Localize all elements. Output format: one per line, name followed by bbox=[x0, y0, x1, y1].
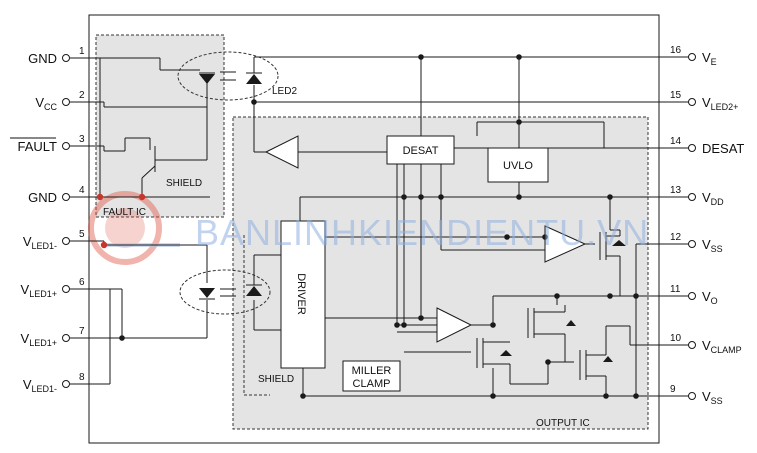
left-pin-sub-7: LED1+ bbox=[29, 338, 57, 348]
right-pin-terminal-9 bbox=[688, 392, 696, 400]
left-pin-terminal-4 bbox=[62, 193, 70, 201]
miller-label-line2: CLAMP bbox=[353, 378, 391, 390]
left-pin-terminal-8 bbox=[62, 380, 70, 388]
right-pin-terminal-11 bbox=[688, 292, 696, 300]
left-pin-label-1: GND bbox=[28, 51, 57, 66]
shield-bottom-label: SHIELD bbox=[258, 374, 294, 385]
left-pin-terminal-2 bbox=[62, 98, 70, 106]
right-pin-label-12: VSS bbox=[702, 237, 723, 254]
right-pin-label-10: VCLAMP bbox=[702, 338, 742, 355]
driver-block bbox=[280, 220, 326, 369]
left-pins: 1GND2VCC3FAULT4GND5VLED1-6VLED1+7VLED1+8… bbox=[10, 46, 85, 394]
desat-block bbox=[386, 135, 455, 165]
left-pin-number-5: 5 bbox=[79, 229, 85, 240]
left-pin-terminal-1 bbox=[62, 54, 70, 62]
right-pin-number-11: 11 bbox=[670, 284, 681, 295]
left-pin-number-1: 1 bbox=[79, 46, 85, 57]
comparator-triangle-icon bbox=[544, 225, 587, 263]
led1-ellipse bbox=[179, 269, 271, 315]
shield-top-label: SHIELD bbox=[166, 178, 202, 189]
miller-buffer-triangle-icon bbox=[436, 307, 473, 343]
buffer-triangle-icon bbox=[264, 135, 299, 169]
output-ic-label: OUTPUT IC bbox=[536, 418, 590, 429]
uvlo-block bbox=[487, 147, 549, 183]
left-pin-number-7: 7 bbox=[79, 326, 85, 337]
uvlo-block-label: UVLO bbox=[503, 160, 533, 172]
left-pin-number-2: 2 bbox=[79, 90, 85, 101]
shield-bottom-line bbox=[243, 235, 270, 396]
right-pin-number-12: 12 bbox=[670, 232, 682, 243]
right-pin-label-16: VE bbox=[702, 50, 717, 67]
right-pin-number-14: 14 bbox=[670, 136, 682, 147]
left-pin-label-7: VLED1+ bbox=[21, 331, 57, 348]
left-pin-sub-6: LED1+ bbox=[29, 289, 57, 299]
right-pin-number-10: 10 bbox=[670, 333, 682, 344]
right-pin-terminal-10 bbox=[688, 341, 696, 349]
left-pin-sub-5: LED1- bbox=[31, 241, 57, 251]
right-pin-label-11: VO bbox=[702, 289, 718, 306]
fault-ic-label: FAULT IC bbox=[103, 207, 146, 218]
miller-clamp-block bbox=[342, 360, 401, 392]
right-pin-number-16: 16 bbox=[670, 45, 682, 56]
left-pin-label-4: GND bbox=[28, 190, 57, 205]
left-pin-label-3: FAULT bbox=[18, 139, 58, 154]
right-pin-terminal-13 bbox=[688, 193, 696, 201]
left-pin-sub-8: LED1- bbox=[31, 384, 57, 394]
left-pin-label-8: VLED1- bbox=[23, 377, 57, 394]
watermark-text: BANLINHKIENDIENTU.VN bbox=[195, 212, 649, 253]
led2-label: LED2 bbox=[272, 86, 297, 97]
right-pin-label-13: VDD bbox=[702, 190, 724, 207]
left-pin-number-6: 6 bbox=[79, 277, 85, 288]
right-pin-terminal-14 bbox=[688, 144, 696, 152]
right-pin-terminal-16 bbox=[688, 53, 696, 61]
left-pin-label-6: VLED1+ bbox=[21, 282, 57, 299]
left-pin-number-8: 8 bbox=[79, 372, 85, 383]
right-pin-label-9: VSS bbox=[702, 389, 723, 406]
right-pin-sub-15: LED2+ bbox=[711, 102, 739, 112]
right-pin-sub-10: CLAMP bbox=[711, 345, 742, 355]
right-pin-terminal-15 bbox=[688, 98, 696, 106]
right-pin-sub-13: DD bbox=[711, 197, 724, 207]
junction-dots bbox=[96, 54, 639, 399]
right-pin-sub-16: E bbox=[711, 57, 717, 67]
left-pin-terminal-7 bbox=[62, 334, 70, 342]
right-pin-label-14: DESAT bbox=[702, 141, 744, 156]
body-diode-icons bbox=[500, 240, 626, 362]
right-pin-sub-9: SS bbox=[711, 396, 723, 406]
left-pin-terminal-6 bbox=[62, 285, 70, 293]
left-pin-number-3: 3 bbox=[79, 134, 85, 145]
left-pin-sub-2: CC bbox=[44, 102, 57, 112]
right-pin-number-13: 13 bbox=[670, 185, 682, 196]
left-pin-number-4: 4 bbox=[79, 185, 85, 196]
right-pin-number-15: 15 bbox=[670, 90, 682, 101]
left-pin-terminal-3 bbox=[62, 142, 70, 150]
right-pin-label-15: VLED2+ bbox=[702, 95, 738, 112]
miller-label-line1: MILLER bbox=[352, 365, 392, 377]
right-pin-number-9: 9 bbox=[670, 384, 676, 395]
left-pin-label-2: VCC bbox=[35, 95, 57, 112]
desat-block-label: DESAT bbox=[403, 145, 439, 157]
left-wiring bbox=[70, 57, 210, 385]
right-pin-sub-11: O bbox=[711, 296, 718, 306]
left-pin-terminal-5 bbox=[62, 237, 70, 245]
led2-ellipse bbox=[177, 51, 279, 101]
driver-block-label: DRIVER bbox=[295, 273, 307, 315]
left-pin-label-5: VLED1- bbox=[23, 234, 57, 251]
right-pin-terminal-12 bbox=[688, 240, 696, 248]
right-pin-sub-12: SS bbox=[711, 244, 723, 254]
